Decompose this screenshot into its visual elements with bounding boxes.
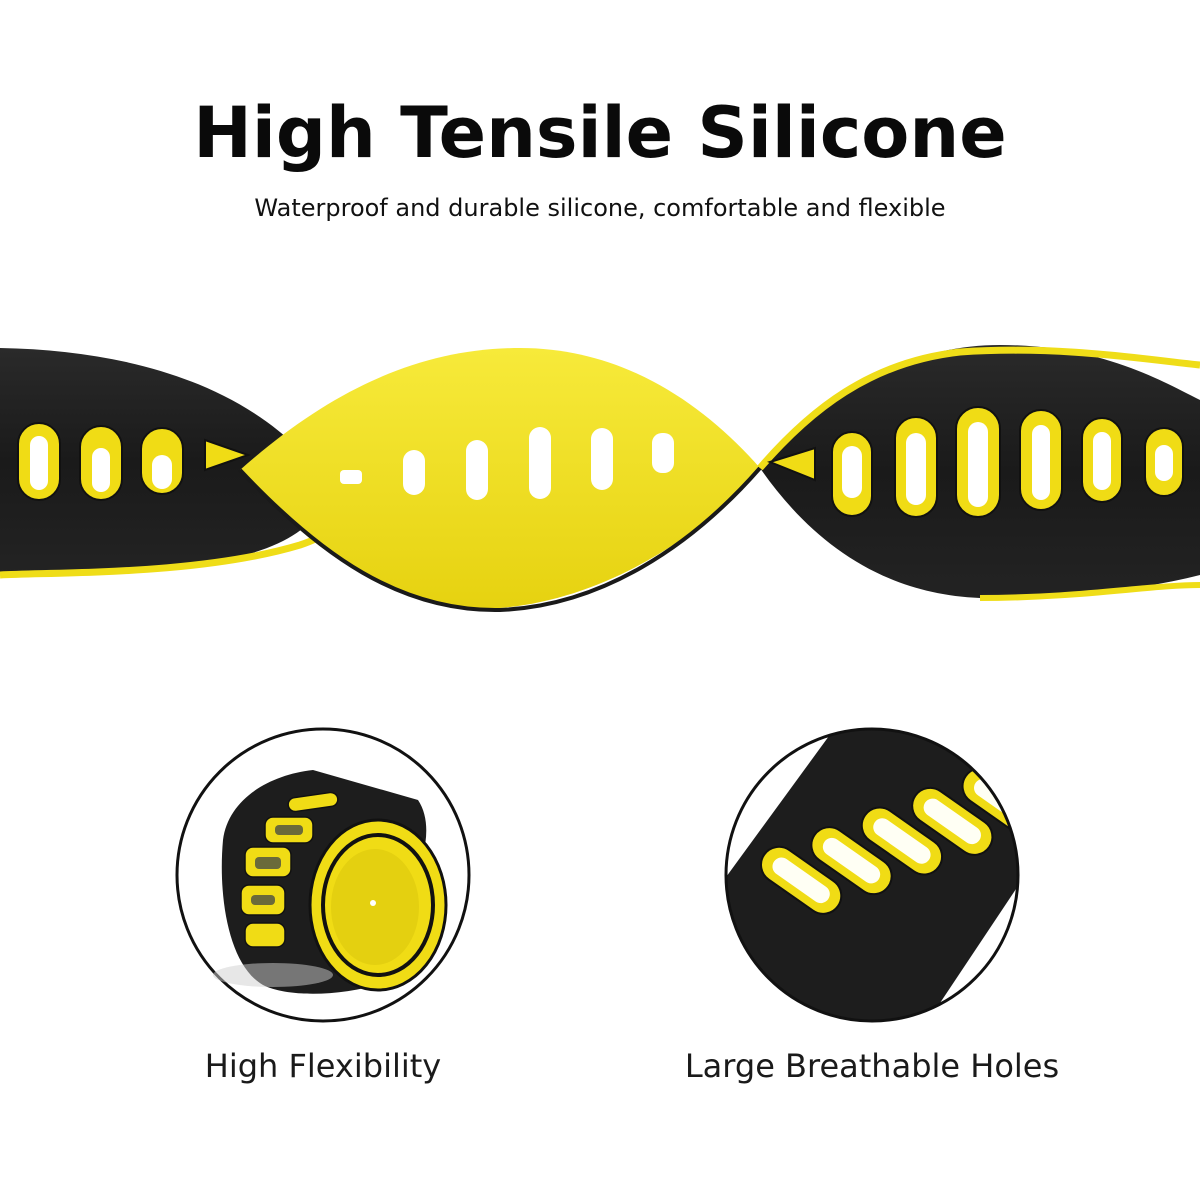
page-subtitle: Waterproof and durable silicone, comfort…	[254, 194, 946, 222]
feature-label: Large Breathable Holes	[684, 1047, 1060, 1085]
twisted-watch-band-image	[0, 345, 1200, 613]
rolled-band-image	[175, 727, 471, 1023]
page-title: High Tensile Silicone	[193, 92, 1007, 174]
feature-label: High Flexibility	[204, 1047, 442, 1085]
band-holes-closeup-image	[724, 727, 1020, 1023]
